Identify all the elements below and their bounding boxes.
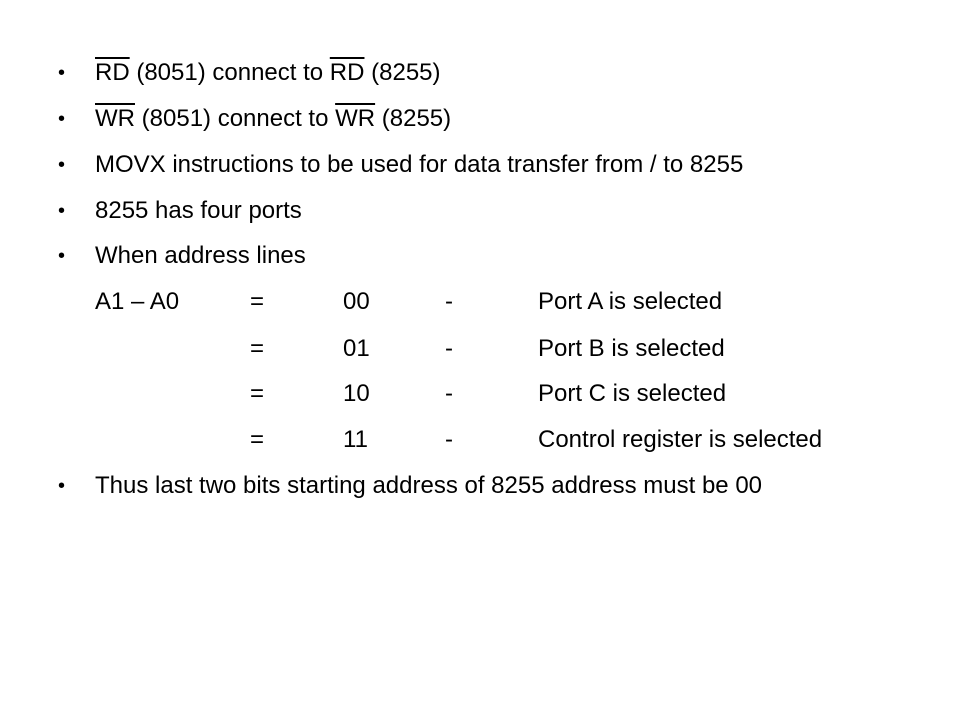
device-text: (8255) xyxy=(375,105,452,132)
bullet-text: MOVX instructions to be used for data tr… xyxy=(95,151,744,178)
wr-signal-8255: WR xyxy=(335,105,376,132)
address-value: 00 xyxy=(343,288,370,315)
bullet-dot-icon: • xyxy=(58,200,66,222)
bullet-dot-icon: • xyxy=(58,245,66,267)
selection-description: Port A is selected xyxy=(538,288,723,315)
device-text: (8255) xyxy=(364,59,441,86)
connection-text: (8051) connect to xyxy=(129,59,330,86)
equals-sign: = xyxy=(250,426,265,453)
bullet-dot-icon: • xyxy=(58,475,66,497)
dash-separator: - xyxy=(445,288,453,315)
selection-description: Control register is selected xyxy=(538,426,823,453)
selection-description: Port B is selected xyxy=(538,335,725,362)
dash-separator: - xyxy=(445,426,453,453)
bullet-text: WR (8051) connect to WR (8255) xyxy=(95,99,451,139)
bullet-text: When address lines xyxy=(95,242,306,269)
address-value: 01 xyxy=(343,335,370,362)
bullet-dot-icon: • xyxy=(58,62,66,84)
equals-sign: = xyxy=(250,380,265,407)
dash-separator: - xyxy=(445,380,453,407)
bullet-dot-icon: • xyxy=(58,154,66,176)
address-value: 10 xyxy=(343,380,370,407)
rd-signal-8051: RD xyxy=(95,59,130,86)
dash-separator: - xyxy=(445,335,453,362)
equals-sign: = xyxy=(250,335,265,362)
rd-signal-8255: RD xyxy=(329,59,365,86)
connection-text: (8051) connect to xyxy=(134,105,336,132)
bullet-text: 8255 has four ports xyxy=(95,197,302,224)
selection-description: Port C is selected xyxy=(538,380,727,407)
address-label: A1 – A0 xyxy=(95,288,180,315)
bullet-text: RD (8051) connect to RD (8255) xyxy=(95,53,441,93)
wr-signal-8051: WR xyxy=(95,105,135,132)
bullet-text: Thus last two bits starting address of 8… xyxy=(95,472,763,499)
equals-sign: = xyxy=(250,288,265,315)
bullet-dot-icon: • xyxy=(58,108,66,130)
address-value: 11 xyxy=(343,426,368,453)
